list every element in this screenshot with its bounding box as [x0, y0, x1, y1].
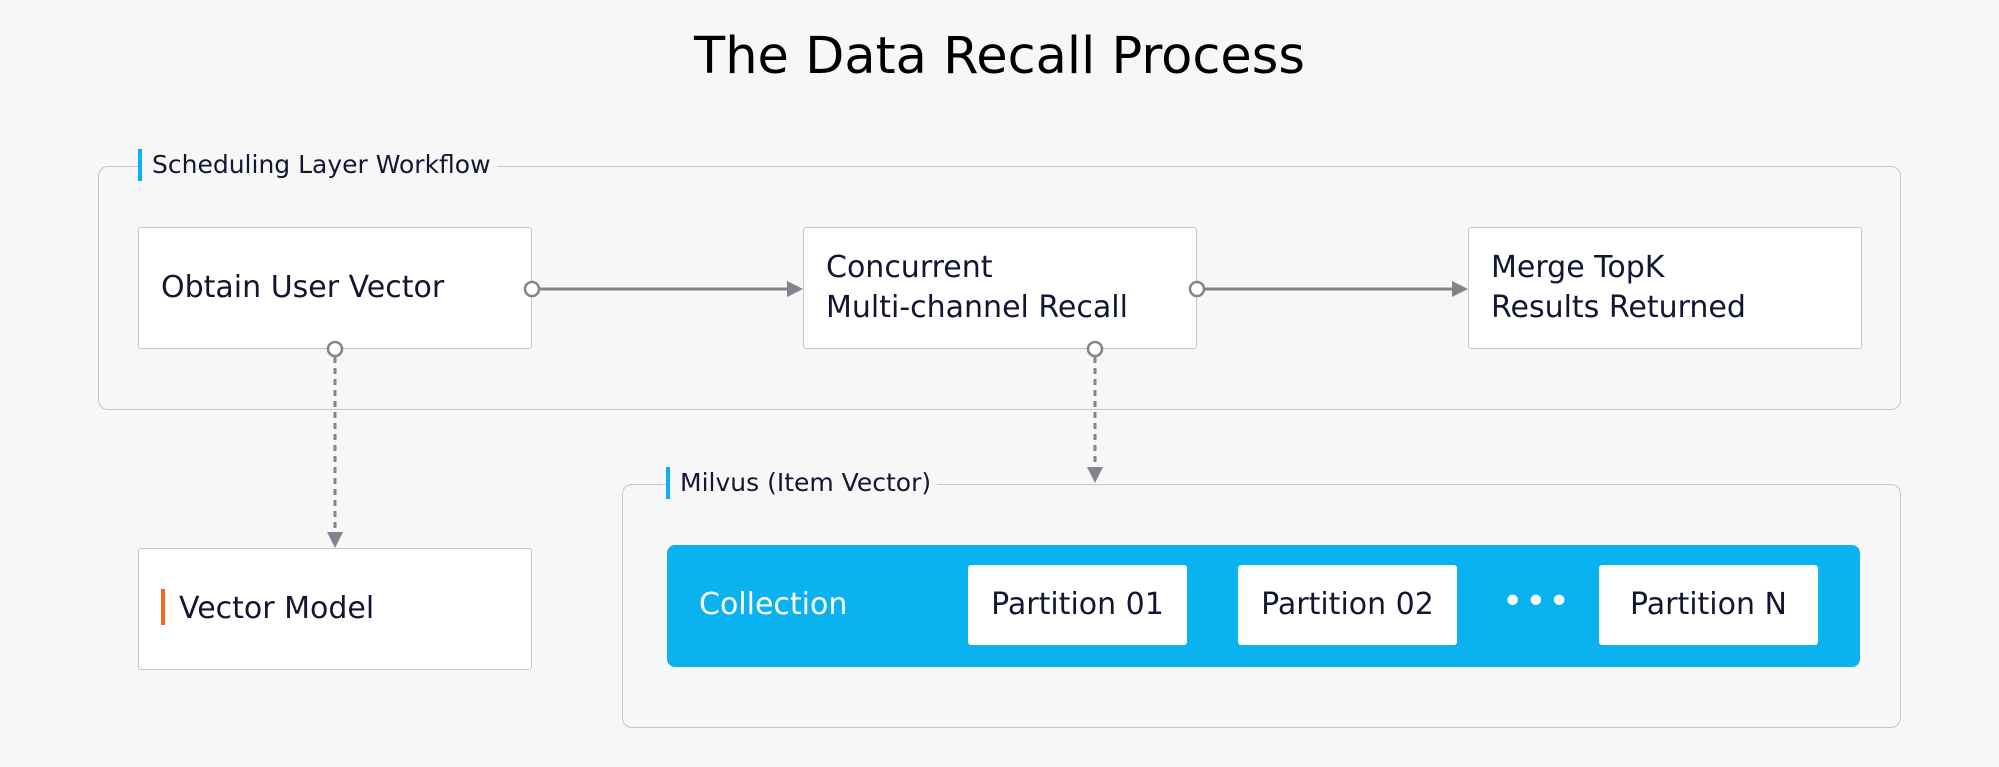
diagram-title: The Data Recall Process — [694, 27, 1305, 86]
vector-model-label-text: Vector Model — [179, 591, 375, 626]
vector-model-accent-bar — [161, 589, 165, 625]
scheduling-layer-group — [98, 166, 1901, 410]
milvus-group-label-text: Milvus (Item Vector) — [680, 468, 932, 497]
partition-box: Partition 01 — [968, 565, 1187, 645]
vector-model-label: Vector Model — [161, 589, 374, 629]
node-vector-model: Vector Model — [138, 548, 532, 670]
partition-box: Partition N — [1599, 565, 1818, 645]
arrow-concurrent-to-merge — [1188, 280, 1468, 298]
milvus-group-label: Milvus (Item Vector) — [666, 467, 938, 499]
node-concurrent-recall-text: Concurrent Multi-channel Recall — [826, 250, 1128, 325]
node-concurrent-recall: Concurrent Multi-channel Recall — [803, 227, 1197, 349]
collection-label: Collection — [699, 587, 848, 622]
label-accent-bar — [138, 149, 142, 181]
label-accent-bar — [666, 467, 670, 499]
milvus-group — [622, 484, 1901, 728]
ellipsis-icon: ••• — [1502, 581, 1572, 622]
partition-box: Partition 02 — [1238, 565, 1457, 645]
arrow-obtain-to-concurrent — [523, 280, 803, 298]
node-merge-topk: Merge TopK Results Returned — [1468, 227, 1862, 349]
node-merge-topk-text: Merge TopK Results Returned — [1491, 250, 1746, 325]
dashed-arrow-to-milvus — [1086, 340, 1104, 483]
node-obtain-user-vector-text: Obtain User Vector — [161, 270, 445, 305]
node-obtain-user-vector: Obtain User Vector — [138, 227, 532, 349]
scheduling-layer-label: Scheduling Layer Workflow — [138, 149, 497, 181]
collection-bar: Collection Partition 01 Partition 02 •••… — [667, 545, 1860, 667]
scheduling-layer-label-text: Scheduling Layer Workflow — [152, 150, 491, 179]
dashed-arrow-to-vector-model — [326, 340, 344, 548]
